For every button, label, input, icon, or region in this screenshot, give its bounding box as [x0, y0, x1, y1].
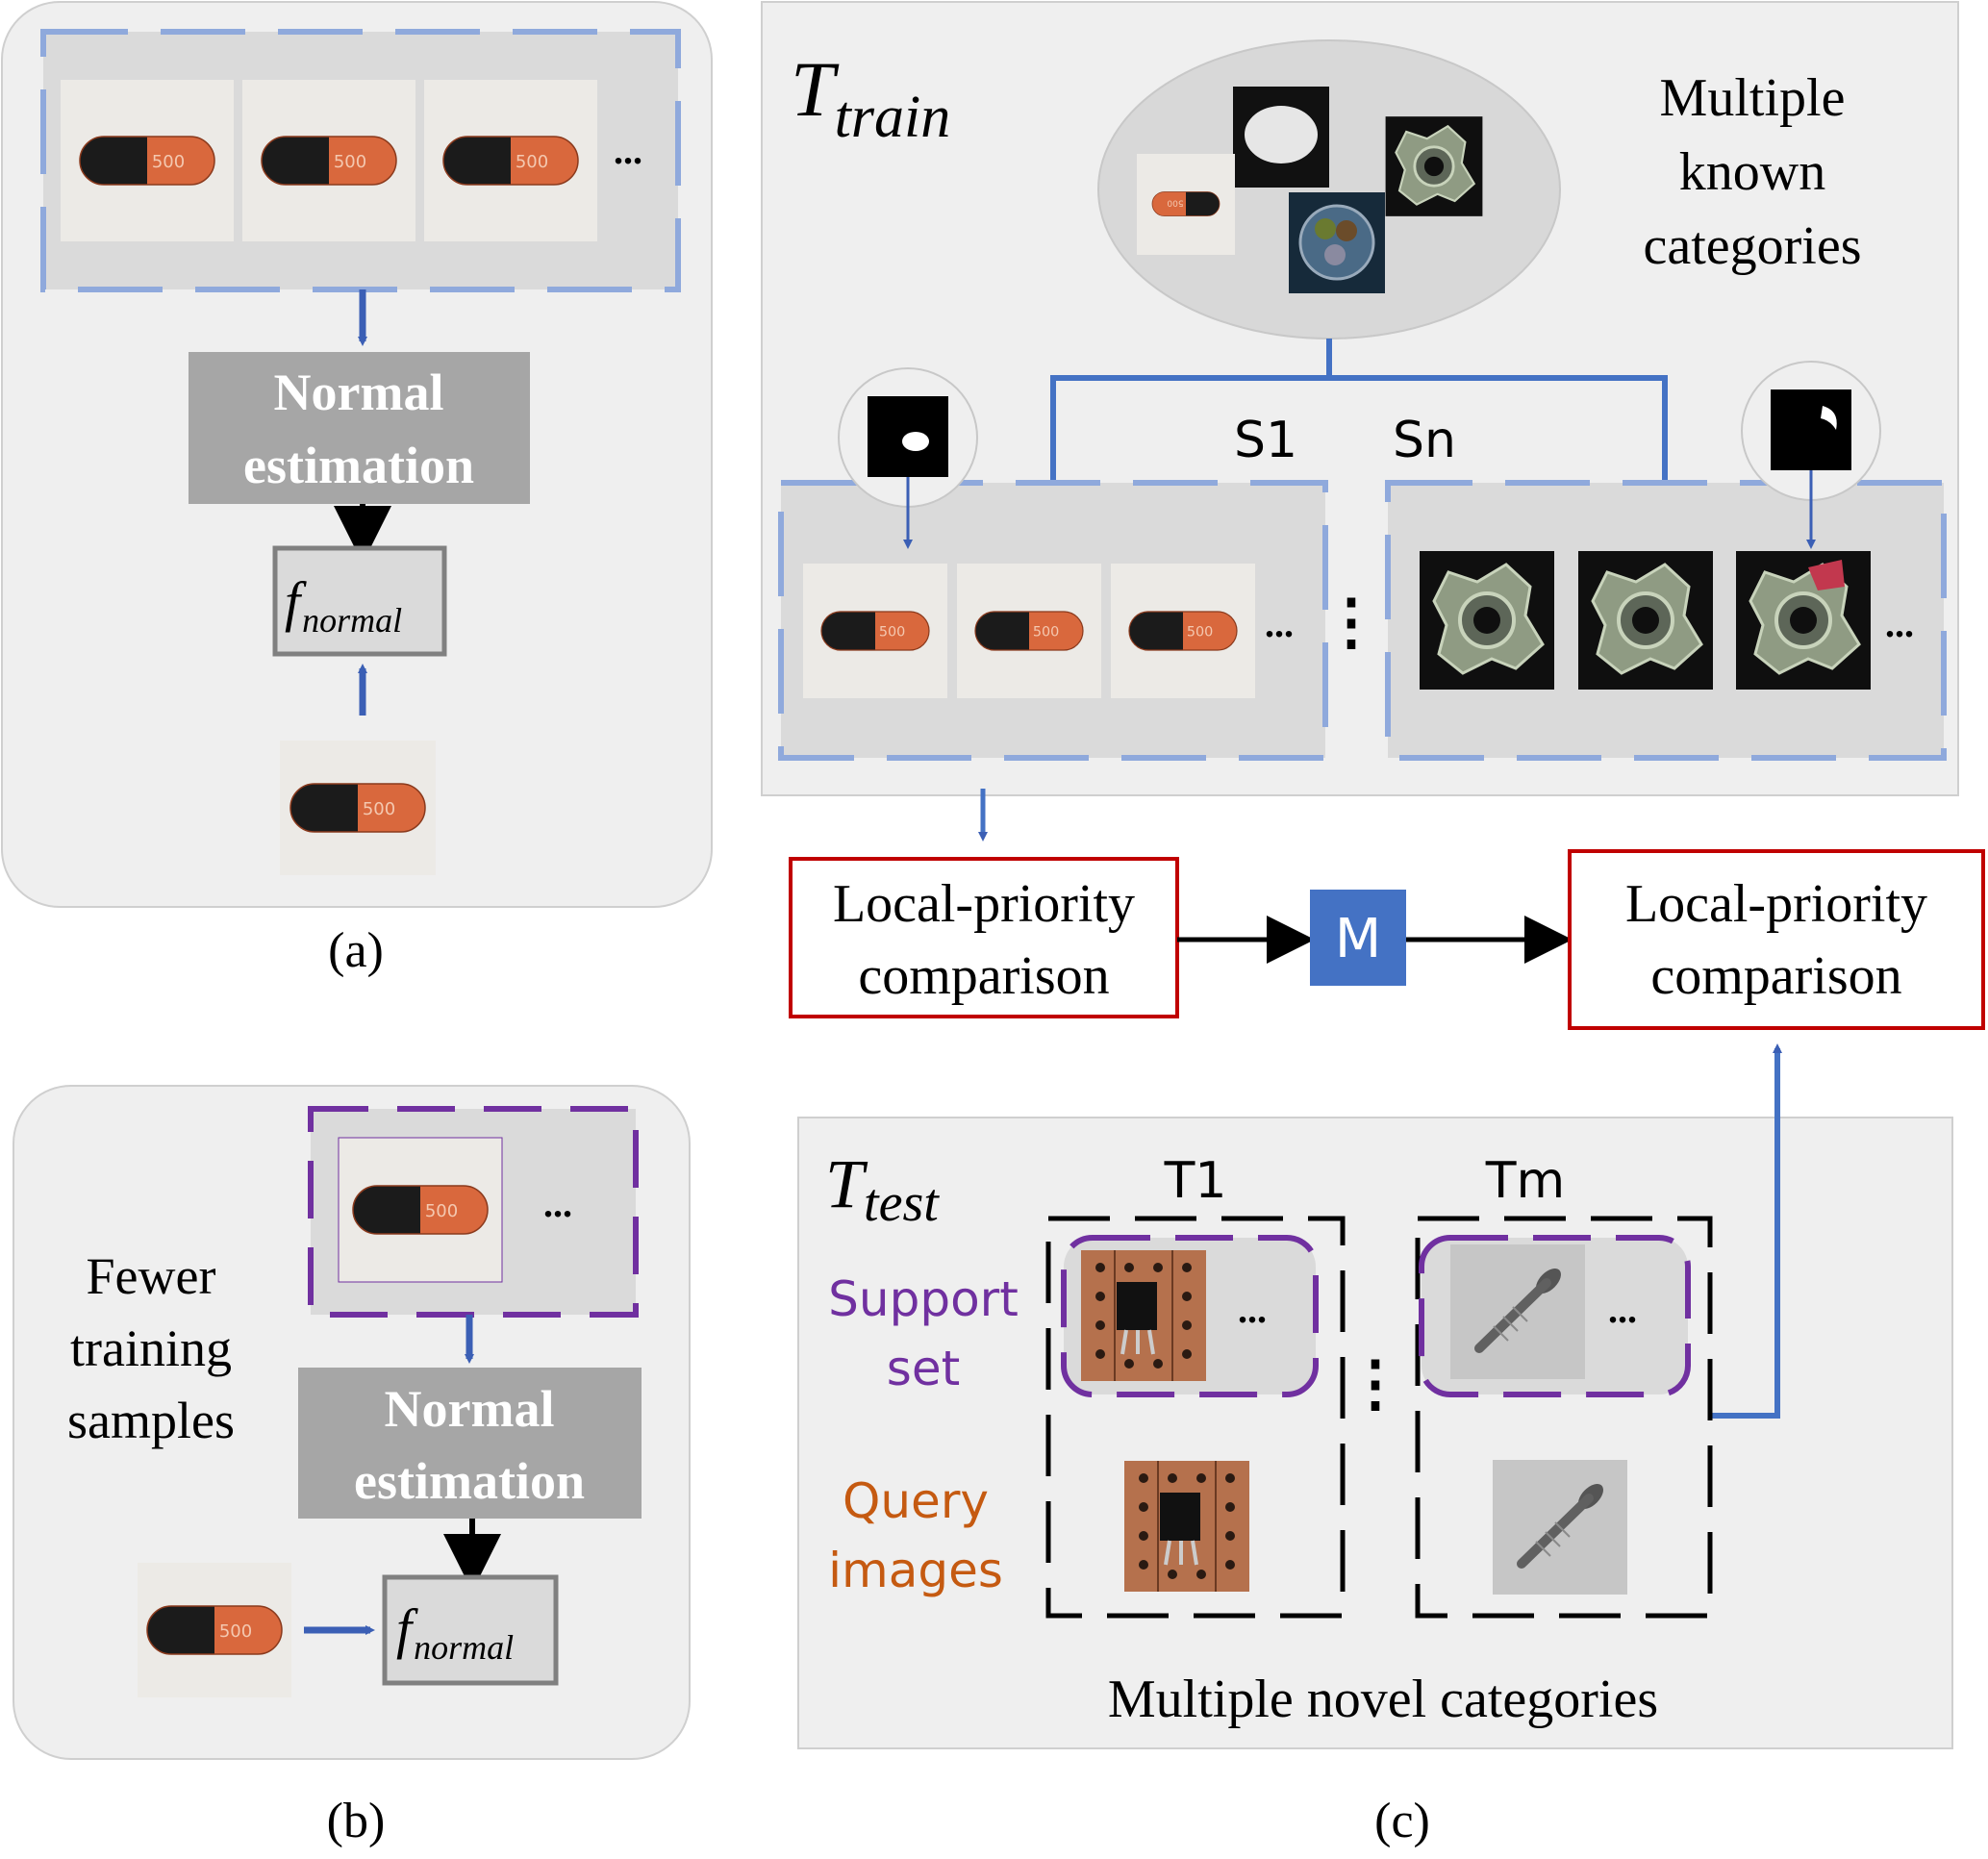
- screw-image: [1450, 1244, 1585, 1379]
- known-categories-label: categories: [1644, 216, 1862, 276]
- support-set-label: Support: [828, 1271, 1019, 1327]
- capsule-image: [424, 80, 597, 241]
- capsule-query-image: [280, 741, 436, 875]
- test-panel-background: [797, 1117, 1953, 1749]
- comparison-box-left: [789, 857, 1179, 1018]
- cable-image: [1289, 192, 1385, 293]
- capsule-image: [61, 80, 234, 241]
- caption-b: (b): [327, 1794, 386, 1848]
- normal-estimation-label: Normal: [274, 364, 444, 421]
- caption-c: (c): [1374, 1794, 1430, 1848]
- ellipsis-label: ...: [543, 1182, 572, 1225]
- normal-estimation-box: [298, 1368, 642, 1519]
- comparison-box-right: [1568, 849, 1985, 1030]
- t-train-label: Ttrain: [791, 45, 950, 150]
- capsule-image: [1111, 564, 1255, 698]
- screw-query-image: [1493, 1460, 1627, 1595]
- normal-estimation-label: estimation: [354, 1452, 585, 1510]
- panel-c: Ttrain Multiple known categories S1 Sn: [761, 1, 1985, 1848]
- ellipsis-label: ...: [1885, 602, 1914, 645]
- transistor-image: [1079, 1248, 1208, 1383]
- vdots-label: ⋮: [1345, 1349, 1406, 1418]
- caption-a: (a): [328, 923, 384, 978]
- comparison-label: Local-priority: [1625, 874, 1927, 934]
- capsule-image: [957, 564, 1101, 698]
- t1-task-group: [1045, 1216, 1346, 1619]
- fewer-samples-label: Fewer: [87, 1247, 216, 1305]
- capsule-query-image: [138, 1563, 291, 1697]
- nut-image: [1576, 549, 1715, 691]
- query-images-label: images: [828, 1543, 1003, 1598]
- known-categories-label: Multiple: [1660, 68, 1846, 128]
- tm-task-group: [1415, 1216, 1713, 1619]
- t-test-label: Ttest: [825, 1145, 940, 1233]
- capsule-image: [803, 564, 947, 698]
- nut-image: [1418, 549, 1556, 691]
- capsule-image: [1137, 154, 1235, 255]
- t1-label: T1: [1164, 1152, 1227, 1210]
- split-connector: [1050, 339, 1668, 483]
- support-set-label: set: [887, 1341, 960, 1396]
- query-images-label: Query: [843, 1473, 989, 1529]
- m-label: M: [1335, 908, 1381, 970]
- panel-a: ... Normal estimation fnormal (a): [1, 1, 713, 978]
- mask-thumbnail: [1741, 361, 1881, 501]
- nut-anomaly-image: [1734, 549, 1873, 691]
- comparison-label: Local-priority: [833, 874, 1135, 934]
- vdots-label: ⋮: [1321, 588, 1382, 656]
- capsule-image: [338, 1137, 503, 1283]
- s1-label: S1: [1234, 412, 1297, 469]
- capsule-image: [242, 80, 415, 241]
- f-normal-box: [272, 545, 447, 657]
- tm-label: Tm: [1485, 1152, 1565, 1210]
- transistor-query-image: [1122, 1459, 1251, 1594]
- f-normal-box: [382, 1574, 559, 1686]
- novel-categories-label: Multiple novel categories: [1108, 1670, 1658, 1729]
- m-box: [1310, 890, 1406, 986]
- comparison-label: comparison: [858, 946, 1109, 1006]
- fewer-samples-label: training: [70, 1319, 232, 1377]
- fewer-samples-label: samples: [67, 1392, 235, 1449]
- ellipsis-label: ...: [1265, 602, 1294, 645]
- ellipsis-label: ...: [614, 129, 642, 172]
- nut-image: [1384, 114, 1484, 218]
- known-categories-label: known: [1679, 142, 1825, 202]
- ellipsis-label: ...: [1608, 1288, 1637, 1331]
- mask-thumbnail: [838, 367, 978, 508]
- test-to-comparison-connector: [1710, 1043, 1782, 1419]
- panel-b: ... Fewer training samples Normal estima…: [13, 1085, 691, 1848]
- comparison-label: comparison: [1650, 946, 1901, 1006]
- ellipsis-label: ...: [1238, 1288, 1267, 1331]
- sn-label: Sn: [1393, 412, 1456, 469]
- pill-image: [1233, 87, 1329, 188]
- normal-estimation-box: [189, 352, 530, 504]
- normal-estimation-label: Normal: [385, 1380, 555, 1438]
- normal-estimation-label: estimation: [243, 437, 474, 494]
